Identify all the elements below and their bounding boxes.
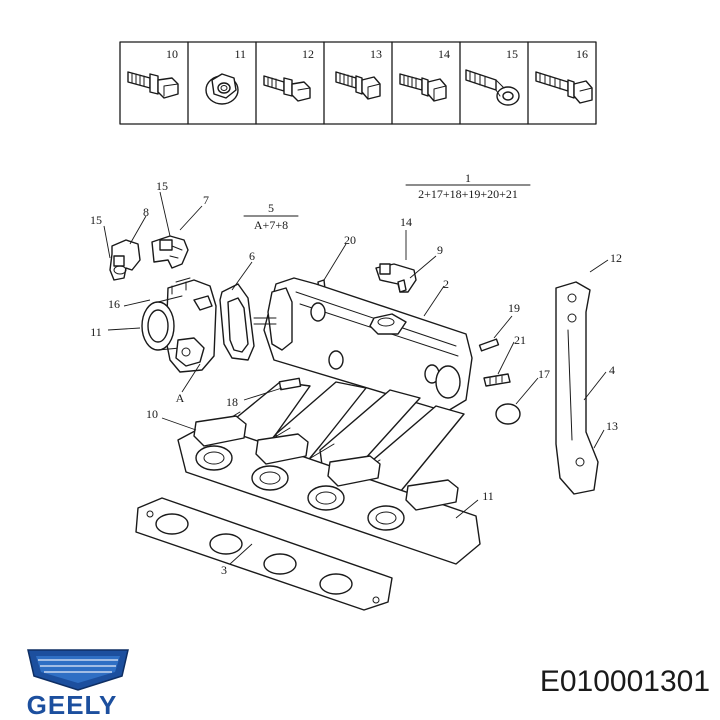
callout-11-right: 11 — [482, 489, 494, 503]
callout-6: 6 — [249, 249, 255, 263]
leader-lines — [103, 191, 609, 565]
callout-16: 16 — [108, 297, 120, 311]
callout-3: 3 — [221, 563, 227, 577]
fastener-label-13: 13 — [370, 47, 382, 61]
callout-17: 17 — [538, 367, 550, 381]
callout-8: 8 — [143, 205, 149, 219]
callout-20: 20 — [344, 233, 356, 247]
throttle-body-a — [141, 277, 217, 373]
callout-11-left: 11 — [90, 325, 102, 339]
sensor-7 — [151, 235, 189, 269]
brand-wordmark: GEELY — [26, 690, 118, 720]
callout-2: 2 — [443, 277, 449, 291]
fastener-label-14: 14 — [438, 47, 450, 61]
callout-21: 21 — [514, 333, 526, 347]
callout-9: 9 — [437, 243, 443, 257]
assembly-note-group-1: 1 2+17+18+19+20+21 — [405, 171, 531, 201]
fastener-table: 10 11 12 13 14 15 16 — [119, 41, 597, 125]
callout-7: 7 — [203, 193, 209, 207]
short-flange-bolt-icon — [263, 75, 311, 102]
fastener-label-15: 15 — [506, 47, 518, 61]
sensor-8 — [109, 239, 141, 281]
callout-12: 12 — [610, 251, 622, 265]
group1-formula: 2+17+18+19+20+21 — [418, 187, 518, 201]
stud-21 — [483, 373, 511, 387]
callout-14: 14 — [400, 215, 412, 229]
long-flange-bolt-icon — [535, 71, 593, 104]
callout-4: 4 — [609, 363, 615, 377]
manifold-gasket-3 — [135, 497, 393, 611]
support-bracket-4 — [555, 281, 599, 495]
flange-nut-icon — [205, 73, 239, 105]
callout-labels: 15 15 8 7 6 16 11 A 20 14 9 2 19 21 17 1… — [90, 179, 622, 577]
geely-shield-logo-icon — [27, 649, 129, 691]
hose-18 — [278, 377, 302, 391]
part-number: E010001301 — [539, 665, 710, 698]
fastener-label-16: 16 — [576, 47, 588, 61]
hex-bolt-icon — [399, 73, 447, 102]
fastener-label-12: 12 — [302, 47, 314, 61]
o-ring-17 — [495, 403, 521, 425]
callout-15-left: 15 — [90, 213, 102, 227]
throttle-gasket-6 — [219, 283, 255, 361]
hex-bolt-icon — [335, 71, 381, 100]
group5-formula: A+7+8 — [254, 218, 288, 232]
group5-number: 5 — [268, 201, 274, 215]
dowel-pin-19 — [478, 338, 500, 352]
callout-13: 13 — [606, 419, 618, 433]
fastener-table-frame — [119, 41, 597, 125]
map-sensor-9 — [375, 263, 417, 293]
fastener-label-10: 10 — [166, 47, 178, 61]
intake-manifold-2 — [177, 277, 481, 565]
fastener-label-11: 11 — [234, 47, 246, 61]
group1-number: 1 — [465, 171, 471, 185]
callout-10: 10 — [146, 407, 158, 421]
spacer-bolt-icon — [465, 69, 520, 106]
assembly-note-group-5: 5 A+7+8 — [243, 201, 299, 232]
callout-19: 19 — [508, 301, 520, 315]
callout-a: A — [176, 391, 185, 405]
callout-18: 18 — [226, 395, 238, 409]
callout-15-top: 15 — [156, 179, 168, 193]
hex-flange-bolt-icon — [127, 71, 179, 99]
